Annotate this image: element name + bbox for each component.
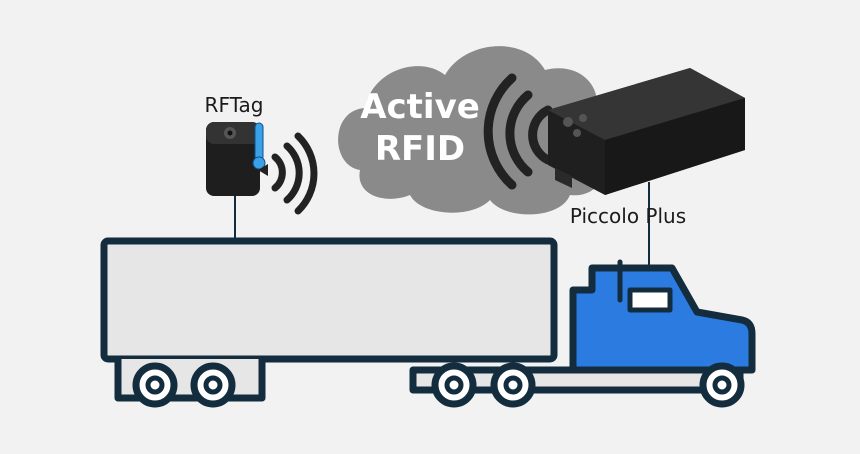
gps-tracker-device-icon xyxy=(548,68,745,195)
piccolo-label: Piccolo Plus xyxy=(570,204,686,228)
cloud-label-line2: RFID xyxy=(375,129,465,169)
cloud-icon xyxy=(338,46,610,215)
tag-wireless-signal-icon xyxy=(258,132,318,215)
cloud-label-line1: Active xyxy=(360,87,480,127)
rf-tag-device-icon xyxy=(206,122,260,196)
rftag-label: RFTag xyxy=(205,93,264,117)
truck-cab xyxy=(569,264,756,374)
thermometer-icon xyxy=(252,122,266,170)
truck-icon xyxy=(100,237,756,408)
trailer-body xyxy=(100,237,558,363)
cab-window xyxy=(627,287,673,313)
wireless-signal-icon xyxy=(483,73,553,190)
